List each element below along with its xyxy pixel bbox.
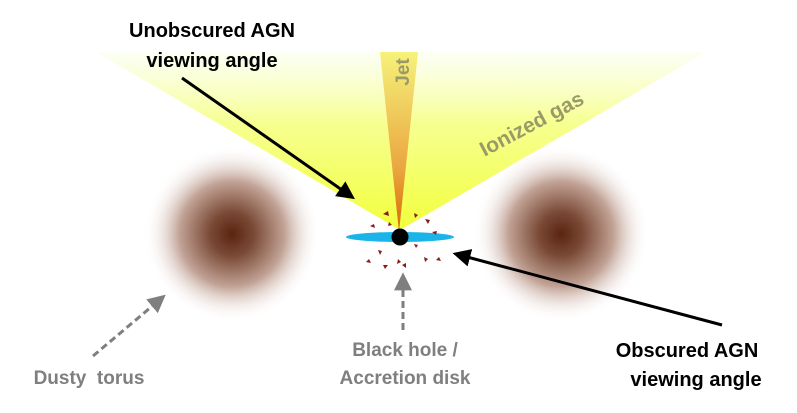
dusty-torus-label: Dusty torus <box>34 368 145 389</box>
ionized-gas-cone <box>96 52 706 230</box>
unobscured-label-line2: viewing angle <box>146 50 277 72</box>
obscured-arrow <box>452 249 723 327</box>
unobscured-arrow <box>181 76 355 200</box>
unobscured-label-line1: Unobscured AGN <box>129 20 295 42</box>
jet-label: Jet <box>393 58 414 86</box>
black-hole-label-line1: Black hole / <box>352 340 458 361</box>
dust-clumps <box>366 211 441 269</box>
dusty-torus-left <box>144 146 320 322</box>
ionized-gas-cone-left <box>96 52 400 230</box>
dusty-torus-arrow <box>92 294 166 358</box>
black-hole <box>391 228 409 246</box>
obscured-label-line1: Obscured AGN <box>616 340 759 362</box>
ionized-gas-cone-right <box>400 52 706 230</box>
dusty-torus-right <box>473 146 649 322</box>
obscured-label-line2: viewing angle <box>630 369 761 391</box>
jet <box>380 52 418 232</box>
black-hole-label-line2: Accretion disk <box>340 368 471 389</box>
